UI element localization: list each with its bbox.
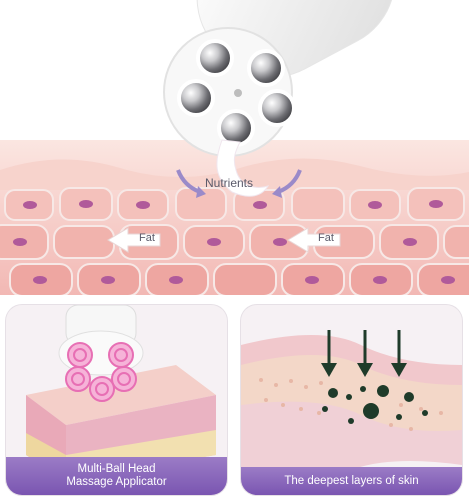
fat-arrow-left — [107, 227, 161, 253]
caption-text: The deepest layers of skin — [284, 474, 419, 487]
multi-ball-head-panel: Multi-Ball Head Massage Applicator — [6, 305, 227, 495]
left-caption: Multi-Ball Head Massage Applicator — [6, 457, 227, 495]
fat-label-left: Fat — [139, 232, 155, 244]
caption-line-1: Multi-Ball Head — [77, 463, 156, 475]
down-arrows — [321, 330, 407, 377]
cell-row-middle — [0, 224, 469, 260]
right-caption: The deepest layers of skin — [241, 467, 462, 495]
skin-layers-diagram — [0, 0, 469, 295]
nutrients-label: Nutrients — [205, 176, 254, 190]
fat-label-right: Fat — [318, 232, 334, 244]
top-illustration: Nutrients Fat Fat — [0, 0, 469, 295]
nutrient-drip — [216, 139, 270, 197]
deep-skin-illustration — [241, 330, 462, 478]
cube-top — [26, 365, 216, 425]
skin-layer-bottom — [241, 401, 462, 478]
fat-arrow-right — [287, 227, 341, 253]
metal-balls — [177, 39, 296, 147]
deep-skin-panel: The deepest layers of skin — [241, 305, 462, 495]
nutrient-particles — [322, 385, 428, 424]
skin-block-illustration — [26, 305, 216, 480]
pink-balls — [65, 342, 137, 402]
caption-line-2: Massage Applicator — [66, 476, 167, 488]
